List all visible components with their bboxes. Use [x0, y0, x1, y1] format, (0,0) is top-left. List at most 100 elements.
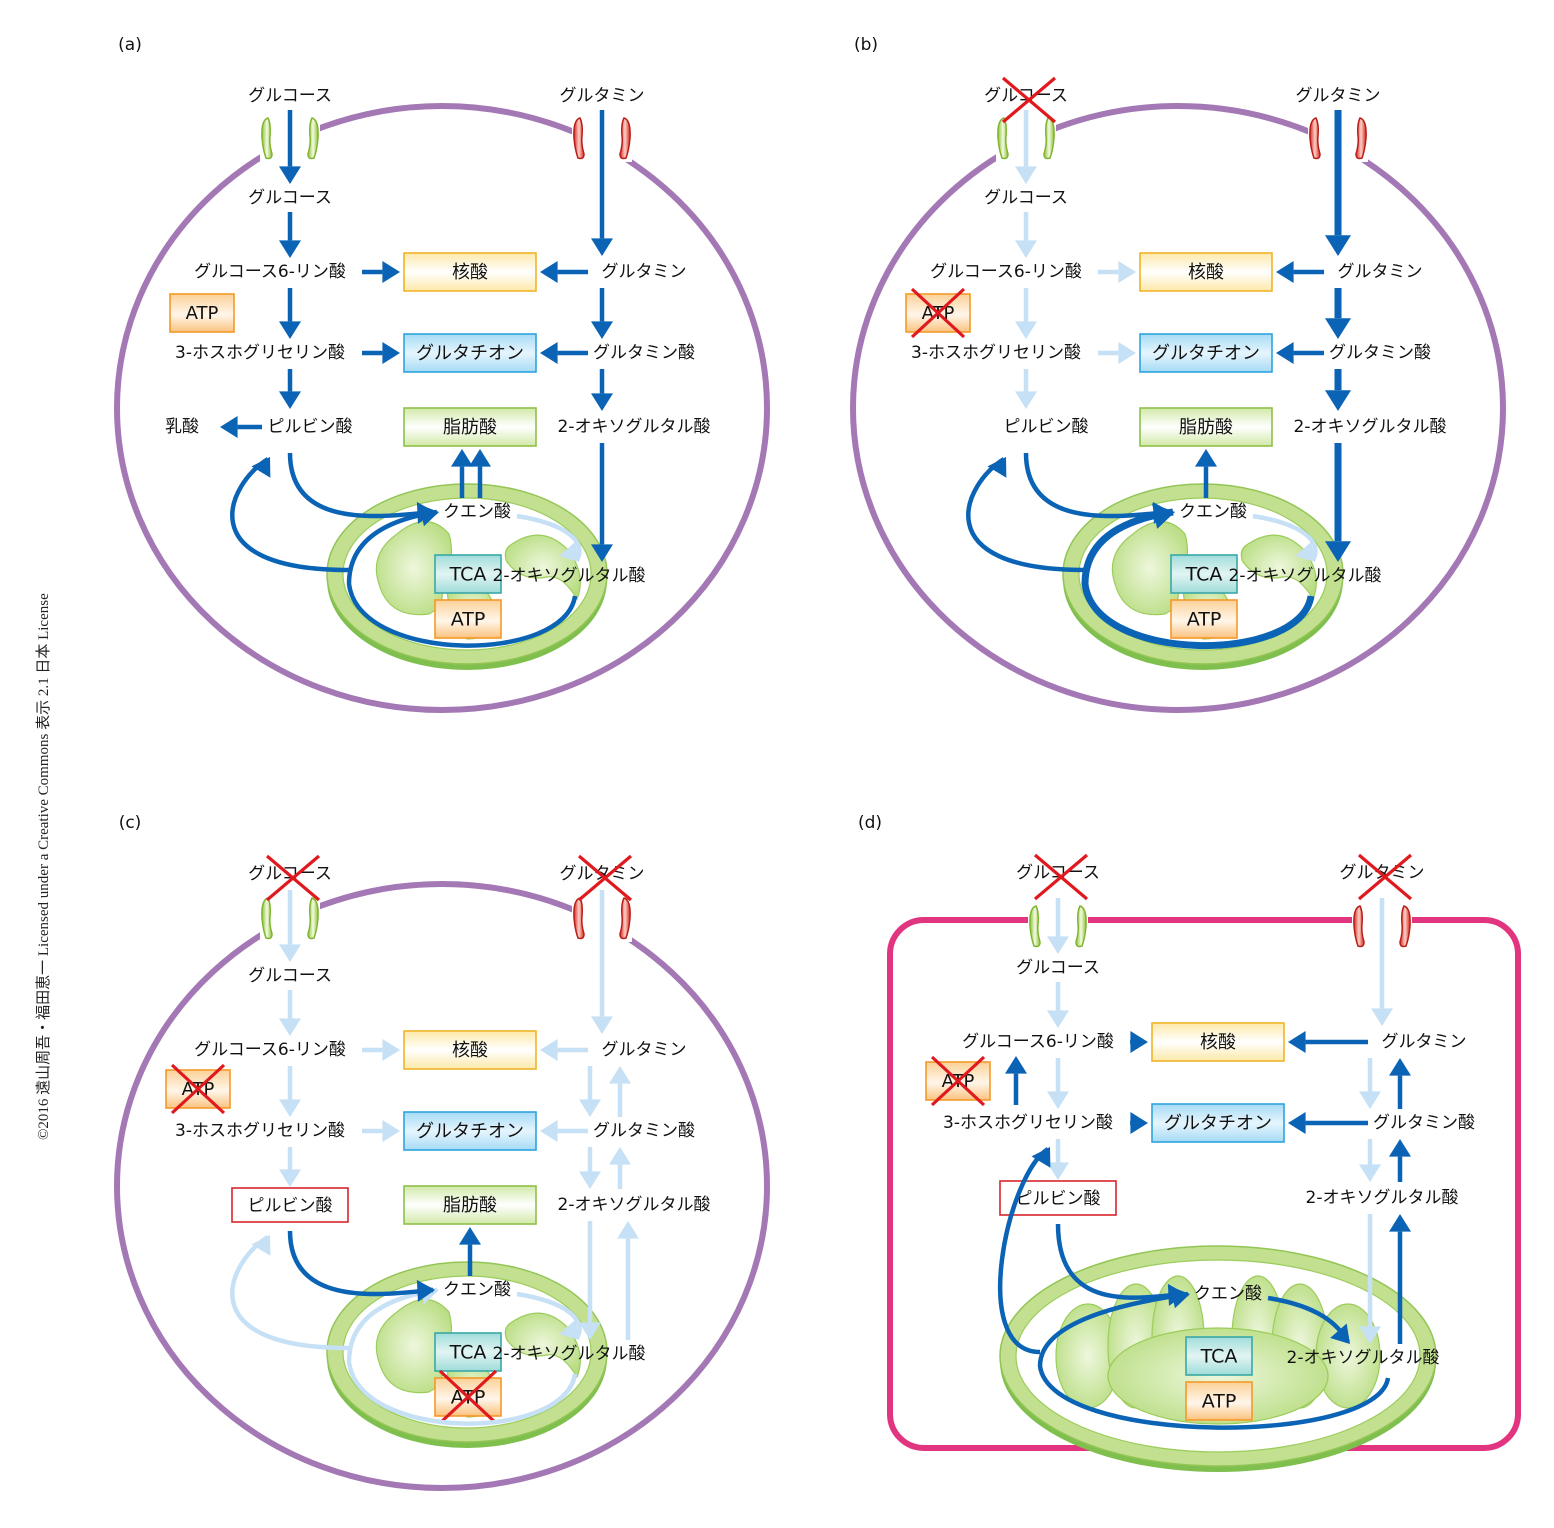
cross-stroke	[265, 854, 321, 902]
arrow-head	[279, 391, 301, 409]
arrow-glutamate-to-2og	[1359, 1139, 1381, 1182]
arrow-curve	[230, 457, 350, 573]
arrow-citrate-to-2og	[1267, 1295, 1350, 1344]
3-phosphoglycerate-label: 3-ホスホグリセリン酸	[911, 343, 1081, 363]
arrow-head	[416, 501, 435, 524]
arrow-g6p-to-nucleic-acid	[1098, 261, 1136, 283]
arrow-3pg-to-glutathione	[1130, 1112, 1148, 1134]
cross-stroke	[438, 1369, 498, 1425]
arrow-head	[1288, 1112, 1306, 1134]
nucleic-acid-box-label: 核酸	[452, 1040, 488, 1061]
arrow-pyruvate-to-citrate	[1055, 1223, 1186, 1306]
arrow-head	[279, 166, 301, 184]
fatty-acid-box: 脂肪酸	[403, 407, 537, 447]
nucleic-acid-box-label: 核酸	[452, 262, 488, 283]
arrow-glutamate-to-2og	[1325, 369, 1351, 411]
atp-mitochondria-box-frame	[434, 1377, 502, 1417]
glutamate-label: グルタミン酸	[593, 1121, 695, 1141]
arrow-head	[1276, 342, 1294, 364]
arrow-head	[591, 238, 613, 256]
arrow-curve	[1023, 452, 1170, 519]
glutamine-transporter-right	[1355, 117, 1367, 160]
arrow-pyruvate-to-citrate	[287, 1230, 435, 1302]
tca-box: TCA	[434, 554, 502, 594]
nucleic-acid-box: 核酸	[1139, 252, 1273, 292]
fatty-acid-box-label: 脂肪酸	[443, 1195, 497, 1216]
nucleic-acid-box-frame	[1151, 1022, 1285, 1062]
arrow-head	[1152, 501, 1171, 524]
tca-box-frame	[1170, 554, 1238, 594]
arrow-3pg-to-pyruvate	[279, 1147, 301, 1187]
arrow-head	[382, 1039, 400, 1061]
arrow-glutamine-to-glutamate	[579, 1066, 601, 1117]
arrow-curve	[516, 1291, 582, 1340]
arrow-head	[1371, 1008, 1393, 1026]
arrow-head	[1276, 261, 1294, 283]
glutathione-box-label: グルタチオン	[416, 1121, 524, 1142]
arrow-3pg-to-pyruvate	[1047, 1139, 1069, 1180]
arrow-head	[591, 393, 613, 411]
arrow-pyruvate-to-citrate	[1023, 452, 1171, 524]
arrow-head	[540, 261, 558, 283]
arrow-curve	[1037, 1291, 1391, 1430]
glucose-transporter-left	[997, 117, 1009, 160]
arrow-glutamate-to-2og	[591, 369, 613, 411]
glutamine-cytosol-label: グルタミン	[602, 262, 687, 282]
arrow-glucose-uptake	[279, 110, 301, 184]
atp-cytosol-box: ATP	[169, 293, 235, 333]
tca-box-frame	[434, 554, 502, 594]
arrow-3pg-to-pyruvate	[279, 369, 301, 409]
glucose-transporter-right	[1043, 117, 1055, 160]
glutathione-box: グルタチオン	[403, 1111, 537, 1151]
arrow-head	[559, 1319, 579, 1340]
mito-matrix-right	[504, 534, 581, 601]
arrow-glutamate-to-2og	[579, 1147, 601, 1189]
arrow-glutamine-to-glutamate	[591, 288, 613, 339]
panel-label: (d)	[858, 813, 882, 833]
atp-mitochondria-blocked-cross	[438, 1369, 498, 1425]
glutamine-transporter-left	[1309, 117, 1321, 160]
glucose-transporter-left	[261, 897, 273, 940]
arrow-head	[579, 1322, 601, 1340]
panel-label: (c)	[119, 813, 142, 833]
arrow-glucose-to-g6p	[279, 990, 301, 1036]
arrow-glutamine-to-nucleic-acid	[540, 1039, 588, 1061]
arrow-head	[591, 321, 613, 339]
pyruvate-box-frame	[231, 1187, 349, 1223]
pyruvate-box-label: ピルビン酸	[1016, 1189, 1101, 1209]
arrow-glucose-to-g6p	[279, 212, 301, 258]
glucose-6-phosphate-label: グルコース6-リン酸	[194, 1040, 346, 1060]
arrow-head	[469, 449, 491, 467]
arrow-mitochondria-to-pyruvate	[230, 457, 350, 573]
glutathione-box: グルタチオン	[1151, 1103, 1285, 1143]
arrow-glutamine-to-nucleic-acid	[1288, 1031, 1368, 1053]
glutathione-box: グルタチオン	[1139, 333, 1273, 373]
arrow-citrate-to-2og	[1252, 513, 1318, 562]
2-oxoglutarate-cytosol-label: 2-オキソグルタル酸	[558, 417, 711, 437]
arrow-3pg-to-glutathione	[362, 342, 400, 364]
tca-box: TCA	[1185, 1336, 1253, 1376]
panel-b: (b)グルコースグルタミングルコースグルコース6-リン酸3-ホスホグリセリン酸ピ…	[850, 35, 1506, 713]
atp-mitochondria-box: ATP	[434, 599, 502, 639]
arrow-head	[1359, 1326, 1381, 1344]
arrow-head	[540, 1120, 558, 1142]
arrow-citrate-to-fatty-acid-1	[451, 449, 473, 498]
glucose-cytosol-label: グルコース	[1016, 958, 1100, 978]
arrow-g6p-to-3pg	[279, 1066, 301, 1117]
arrow-g6p-to-nucleic-acid	[1130, 1031, 1148, 1053]
glutamate-label: グルタミン酸	[1329, 343, 1431, 363]
citrate-label: クエン酸	[1179, 502, 1247, 522]
arrow-glutamine-uptake	[591, 110, 613, 256]
arrow-3pg-to-glutathione	[362, 1120, 400, 1142]
arrow-head	[591, 1016, 613, 1034]
arrow-head	[591, 544, 613, 562]
arrow-head	[1130, 1112, 1148, 1134]
panel-d: (d)グルコースグルタミングルコースグルコース6-リン酸3-ホスホグリセリン酸ピ…	[858, 813, 1521, 1472]
arrow-mito-2og-to-cytosol	[1389, 1214, 1411, 1344]
arrow-head	[1015, 321, 1037, 339]
glucose-6-phosphate-label: グルコース6-リン酸	[930, 262, 1082, 282]
arrow-glutamate-to-glutamine-reverse	[609, 1066, 631, 1117]
fatty-acid-box: 脂肪酸	[1139, 407, 1273, 447]
arrow-mitochondria-to-pyruvate	[997, 1147, 1051, 1355]
cell-membrane	[114, 103, 770, 713]
